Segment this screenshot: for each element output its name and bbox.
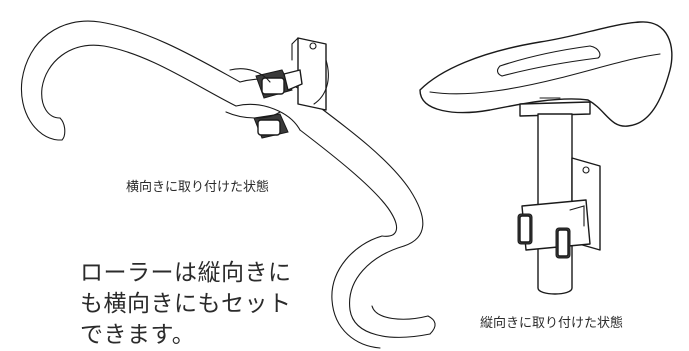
saddle-illustration	[419, 21, 673, 295]
caption-vertical-mount: 縦向きに取り付けた状態	[480, 316, 624, 331]
description-line-1: ローラーは縦向きに	[80, 260, 292, 286]
caption-horizontal-mount: 横向きに取り付けた状態	[126, 180, 270, 195]
description-text: ローラーは縦向きに も横向きにもセット できます。	[80, 258, 320, 351]
handlebar-illustration	[20, 20, 436, 349]
description-line-3: できます。	[80, 322, 196, 348]
description-line-2: も横向きにもセット	[80, 291, 292, 317]
